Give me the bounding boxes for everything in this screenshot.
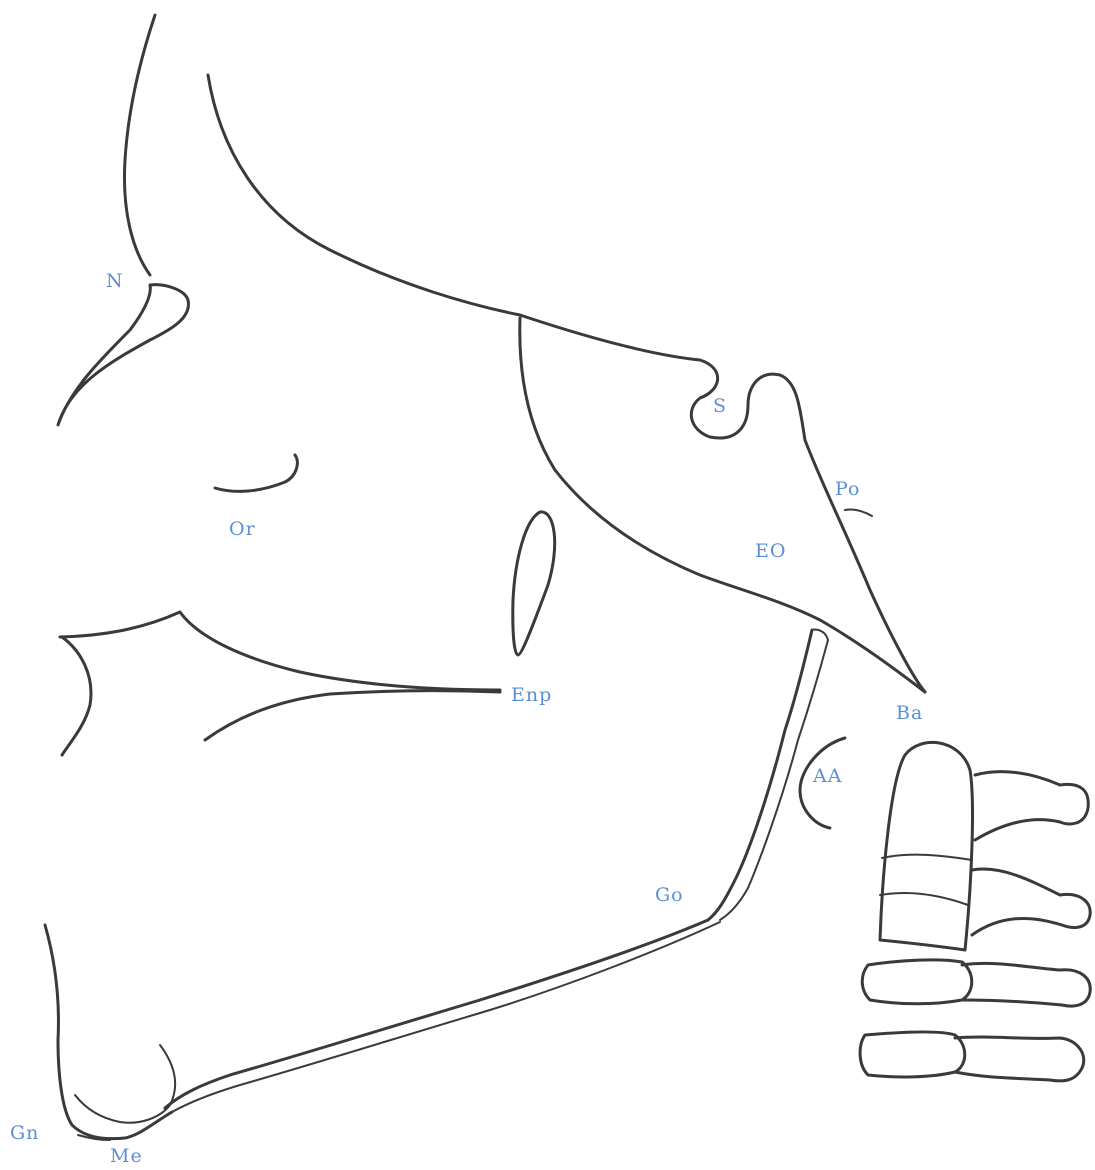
porion-mark — [845, 509, 872, 516]
atlas-band-2 — [880, 893, 968, 905]
mandible-border-inner — [172, 922, 720, 1112]
anterior-maxilla-trace — [62, 637, 91, 755]
landmark-label-aa: AA — [813, 765, 842, 787]
landmark-label-s: S — [713, 395, 727, 417]
vertebra-c3-posterior — [962, 963, 1090, 1006]
ramus-trace-outer — [708, 630, 812, 920]
condyle-cap-trace — [812, 629, 828, 640]
landmark-label-eo: EO — [755, 540, 786, 562]
vertebra-c3-body — [862, 960, 972, 1004]
landmark-label-me: Me — [110, 1145, 143, 1167]
atlas-band-1 — [882, 855, 972, 860]
mandible-border-outer — [165, 920, 708, 1108]
vertebra-c3 — [972, 869, 1090, 935]
landmark-label-gn: Gn — [10, 1122, 39, 1144]
orbit-floor-trace — [215, 455, 297, 491]
vertebra-c4-posterior — [955, 1037, 1084, 1081]
palate-upper-trace — [60, 612, 500, 690]
landmark-label-n: N — [106, 270, 124, 292]
vertebra-c4-body — [860, 1032, 965, 1077]
palate-lower-trace — [205, 691, 500, 740]
landmark-label-enp: Enp — [511, 684, 552, 706]
landmark-label-ba: Ba — [896, 702, 923, 724]
landmark-label-or: Or — [229, 518, 256, 540]
vertebra-c2-posterior — [975, 772, 1088, 840]
pterygomaxillary-fissure-trace — [513, 512, 555, 655]
nasal-bone-trace — [58, 285, 188, 425]
clivus-trace — [520, 318, 925, 692]
symphysis-outer-trace — [45, 925, 172, 1139]
landmark-label-go: Go — [655, 884, 684, 906]
landmark-label-po: Po — [835, 478, 860, 500]
cranial-base-trace — [208, 75, 925, 692]
symphysis-inner-trace — [75, 1045, 175, 1123]
frontal-profile-trace — [124, 15, 155, 275]
dens-trace — [880, 742, 972, 950]
